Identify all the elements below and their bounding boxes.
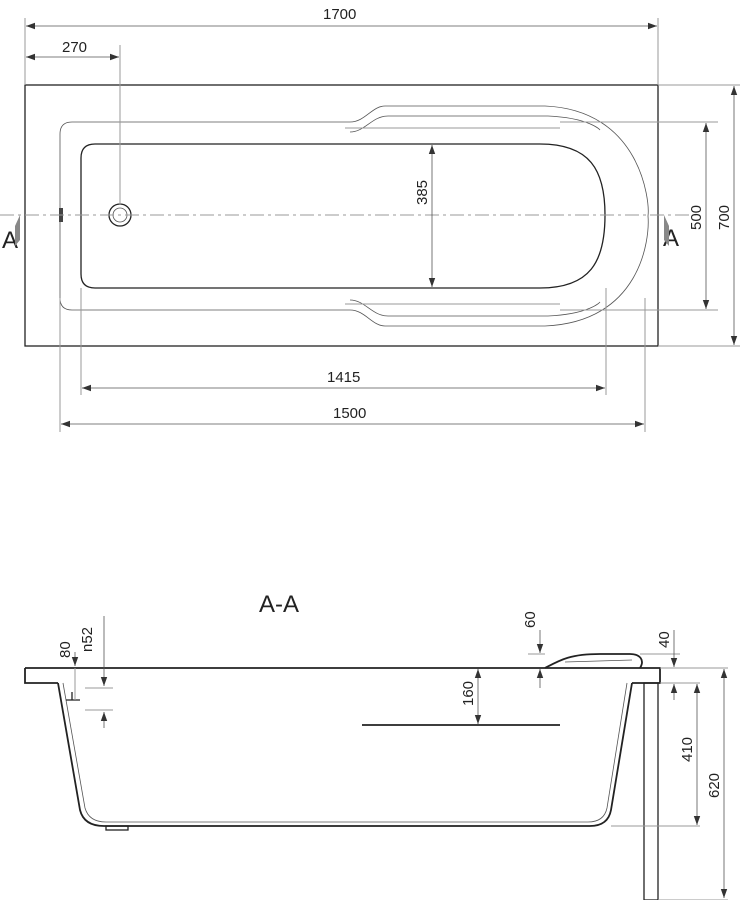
section-arrow-left <box>15 215 20 246</box>
dim-1700: 1700 <box>323 6 356 23</box>
dim-1500: 1500 <box>333 405 366 422</box>
tub-section-body <box>57 682 633 827</box>
dim-410: 410 <box>679 737 696 762</box>
drain-pipe <box>105 825 129 831</box>
seat-ridge-bottom <box>349 299 601 317</box>
headrest-profile <box>544 653 643 669</box>
section-mark-left: A <box>2 227 18 254</box>
dim-620: 620 <box>706 773 723 798</box>
dim-40: 40 <box>656 631 673 648</box>
section-arrow-right <box>664 215 669 246</box>
seat-ridge-top <box>349 115 601 133</box>
section-view: A-A 80 n52 60 160 <box>24 591 728 900</box>
dim-270: 270 <box>62 39 87 56</box>
dim-700: 700 <box>716 205 733 230</box>
tub-section-rim <box>24 667 661 684</box>
dim-160: 160 <box>460 681 477 706</box>
top-view: A A 1700 270 385 500 700 1415 <box>0 6 740 432</box>
support-leg <box>643 682 659 900</box>
dim-n52: n52 <box>79 627 96 652</box>
dim-80: 80 <box>57 641 74 658</box>
dim-385: 385 <box>414 180 431 205</box>
dim-1415: 1415 <box>327 369 360 386</box>
dim-500: 500 <box>688 205 705 230</box>
dim-60: 60 <box>522 611 539 628</box>
tub-rim-contour <box>59 105 649 327</box>
section-title: A-A <box>259 591 299 618</box>
tub-inner-basin <box>80 143 606 289</box>
